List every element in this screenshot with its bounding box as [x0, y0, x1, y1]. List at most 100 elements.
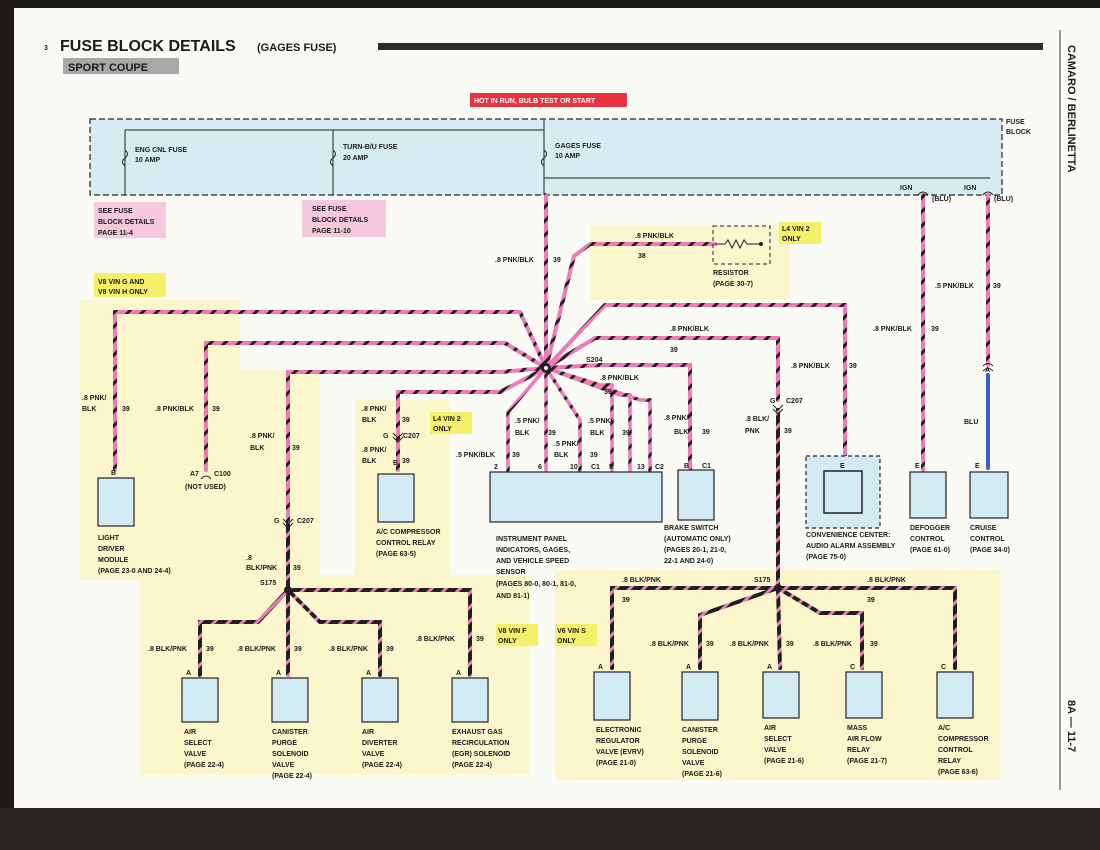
cap-egr-4: (PAGE 22-4) — [452, 762, 492, 769]
opt-l4-mid-2: ONLY — [433, 426, 452, 433]
splice-s204-center — [544, 366, 548, 370]
comp-ac-relay-bottom — [936, 671, 974, 719]
wl-cruise-5: .5 PNK/BLK — [935, 283, 974, 290]
cap-maf-3: RELAY — [847, 747, 870, 754]
wl-ip10-a: .5 PNK/ — [588, 418, 613, 425]
fuse-block-label-1: FUSE — [1006, 119, 1025, 126]
wl-b3-39: 39 — [386, 646, 394, 653]
wl-ip-left-39: 39 — [512, 452, 520, 459]
wire-canister-r — [698, 586, 780, 670]
cap-evrv-1: ELECTRONIC — [596, 727, 642, 734]
cap-cpl-1: CANISTER — [272, 729, 308, 736]
s204-label: S204 — [586, 357, 602, 364]
wire-brake-switch — [544, 363, 692, 472]
wl-r4-39: 39 — [870, 641, 878, 648]
wl-r3-39: 39 — [786, 641, 794, 648]
wires — [113, 193, 990, 677]
wl-b2-39: 39 — [294, 646, 302, 653]
wl-left-39: 39 — [292, 445, 300, 452]
wl-r3: .8 BLK/PNK — [730, 641, 769, 648]
page-subtitle: SPORT COUPE — [68, 62, 148, 74]
zone-v8-gh — [80, 300, 240, 580]
cap-maf-2: AIR FLOW — [847, 736, 882, 743]
pin-a-4: A — [456, 670, 461, 677]
wire-ip-2 — [506, 366, 548, 472]
pin-b-ac: B — [393, 460, 398, 467]
pin-a-2: A — [276, 670, 281, 677]
wl-b4-39: 39 — [476, 636, 484, 643]
comp-egr — [451, 677, 489, 723]
fuse-eng-rating: 10 AMP — [135, 157, 160, 164]
wire-resistor — [544, 242, 717, 370]
wl-right-39: 39 — [784, 428, 792, 435]
wl-ld-b: BLK — [82, 406, 96, 413]
cap-ip-1: INSTRUMENT PANEL — [496, 536, 568, 543]
cap-brake-4: 22-1 AND 24-0) — [664, 558, 713, 565]
wl-right-b: PNK — [745, 428, 760, 435]
wire-ac-relay-bottom — [776, 586, 957, 670]
comp-air-select-r — [762, 671, 800, 719]
cap-asl-3: VALVE — [184, 751, 207, 758]
wl-ip-left: .5 PNK/BLK — [456, 452, 495, 459]
wl-res: .8 PNK/BLK — [635, 233, 674, 240]
c100-label: C100 — [214, 471, 231, 478]
wl-left-b: BLK — [250, 445, 264, 452]
fuse-block — [89, 118, 1003, 196]
wl-ip6-b: BLK — [554, 452, 568, 459]
pin-a-cruise: A — [985, 367, 990, 374]
cap-cpr-3: SOLENOID — [682, 749, 719, 756]
opt-v6s-box — [555, 624, 597, 646]
cap-ip-3: AND VEHICLE SPEED — [496, 558, 569, 565]
fuse-turn-name: TURN-B/U FUSE — [343, 144, 398, 151]
wl-brake-a: .8 PNK/ — [664, 415, 689, 422]
wl-b4: .8 BLK/PNK — [416, 636, 455, 643]
opt-v8f-2: ONLY — [498, 638, 517, 645]
wl-ip10-39: 39 — [622, 430, 630, 437]
wire-convenience — [544, 303, 847, 467]
cap-maf-1: MASS — [847, 725, 868, 732]
c207-right-symbol — [772, 404, 784, 415]
wl-conv-top: .8 PNK/BLK — [670, 326, 709, 333]
wl-ip6-39: 39 — [590, 452, 598, 459]
pin-g-right: G — [770, 398, 776, 405]
opt-l4-top-box — [779, 222, 821, 244]
cap-acb-2: COMPRESSOR — [938, 736, 989, 743]
cap-acr-2: CONTROL RELAY — [376, 540, 436, 547]
see-note-2-line-3: PAGE 11-10 — [312, 228, 351, 235]
wl-brake-39: 39 — [702, 429, 710, 436]
fuse-turn-rating: 20 AMP — [343, 155, 368, 162]
wl-cruise-39: 39 — [993, 283, 1001, 290]
wire-ip-13 — [544, 366, 652, 472]
cap-asl-2: SELECT — [184, 740, 212, 747]
wire-egr — [286, 588, 472, 677]
cap-cpl-3: SOLENOID — [272, 751, 309, 758]
cap-evrv-4: (PAGE 21-0) — [596, 760, 636, 767]
wl-ac-b: BLK — [362, 417, 376, 424]
c207-left: C207 — [297, 518, 314, 525]
wl-b1: .8 BLK/PNK — [148, 646, 187, 653]
eng-fuse-symbol — [122, 149, 128, 167]
not-used-label: (NOT USED) — [185, 484, 226, 491]
title-rule — [378, 43, 1043, 50]
ign-connectors — [917, 191, 994, 196]
opt-l4-top-2: ONLY — [782, 236, 801, 243]
fuse-gages-name: GAGES FUSE — [555, 143, 601, 150]
see-note-2-line-2: BLOCK DETAILS — [312, 217, 369, 224]
wire-ip-10 — [544, 366, 582, 472]
cap-ip-6: AND 81-1) — [496, 593, 529, 600]
pin-b-brake: B — [684, 463, 689, 470]
wl-res-38: 38 — [638, 253, 646, 260]
hot-label: HOT IN RUN, BULB TEST OR START — [474, 98, 596, 105]
wl-r2: .8 BLK/PNK — [650, 641, 689, 648]
cap-cpr-5: (PAGE 21-6) — [682, 771, 722, 778]
splice-s175-left — [284, 586, 292, 594]
wire-left-s175 — [286, 366, 548, 587]
c207-left-symbol — [282, 518, 294, 529]
page-title: FUSE BLOCK DETAILS — [60, 38, 236, 55]
ip-pin-10: 10 — [570, 464, 578, 471]
cap-def-1: DEFOGGER — [910, 525, 950, 532]
cap-evrv-2: REGULATOR — [596, 738, 640, 745]
c207-ac-symbol — [392, 432, 404, 443]
opt-l4-mid-box — [430, 412, 472, 434]
ip-pin-6: 6 — [538, 464, 542, 471]
